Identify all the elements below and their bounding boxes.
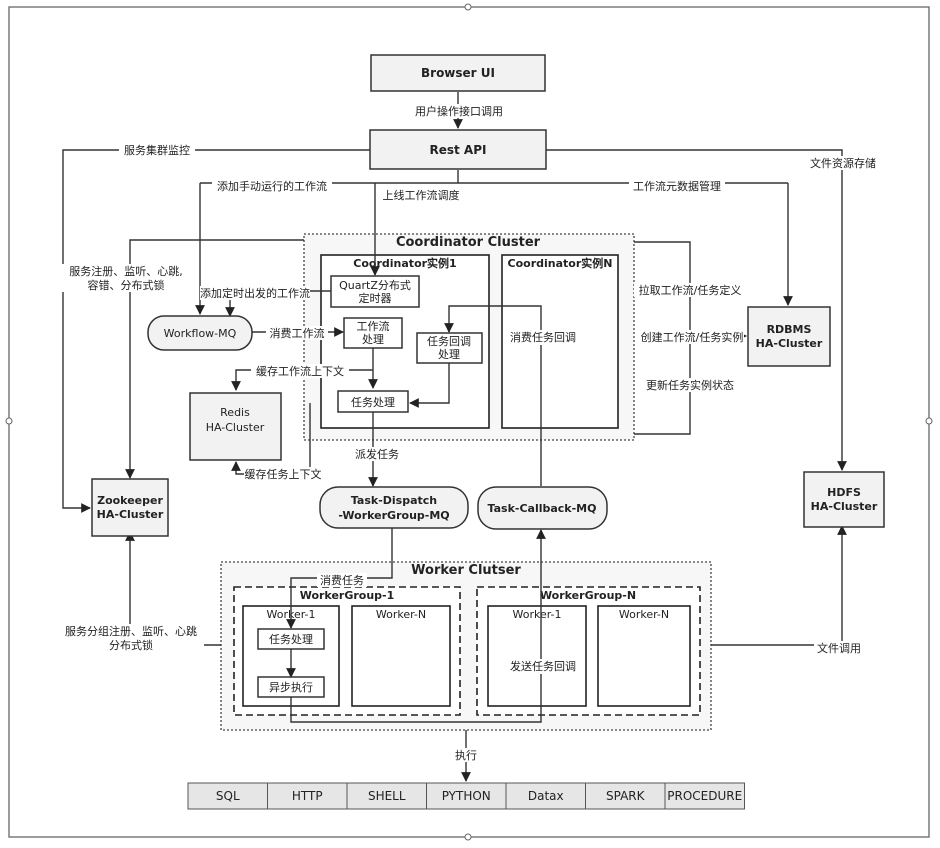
task-type-cell (664, 782, 745, 810)
redis-label-1: Redis (220, 406, 250, 419)
label-execute: 执行 (455, 748, 477, 762)
rest-api-label: Rest API (430, 143, 487, 157)
redis-label-2: HA-Cluster (206, 421, 265, 434)
label-group-reg-1: 服务分组注册、监听、心跳 (65, 624, 197, 638)
dispatch-mq-label-2: -WorkerGroup-MQ (338, 509, 449, 522)
rdbms-node (747, 306, 831, 367)
coordinator-cluster-title: Coordinator Cluster (396, 235, 541, 250)
workergroup-n-title: WorkerGroup-N (540, 589, 636, 602)
task-type-label: SHELL (368, 789, 406, 803)
task-type-label: Datax (528, 789, 564, 803)
task-type-label: PYTHON (442, 789, 491, 803)
task-type-label: HTTP (292, 789, 323, 803)
coordinator-instance-n-title: Coordinator实例N (508, 256, 613, 270)
callback-mq-label: Task-Callback-MQ (488, 502, 597, 515)
browser-ui-label: Browser UI (421, 66, 495, 80)
worker-1-groupn-title: Worker-1 (512, 608, 561, 621)
worker-task-proc-node (257, 628, 325, 650)
rdbms-label-2: HA-Cluster (756, 337, 823, 350)
label-consume-workflow: 消费工作流 (270, 326, 325, 340)
label-cache-task-context: 缓存任务上下文 (245, 467, 322, 481)
consume-callback-label: 消费任务回调 (510, 330, 576, 344)
worker-n-group1 (351, 605, 451, 707)
workflow-proc-label-2: 处理 (362, 333, 384, 346)
browser-ui-node (370, 54, 546, 92)
zookeeper-label-1: Zookeeper (97, 494, 163, 507)
task-type-cell (426, 782, 507, 810)
label-workflow-meta: 工作流元数据管理 (633, 179, 721, 193)
task-type-cell (187, 782, 268, 810)
workflow-mq-label: Workflow-MQ (164, 327, 237, 340)
async-exec-node (257, 676, 325, 698)
label-file-call: 文件调用 (817, 641, 861, 655)
dispatch-mq-label-1: Task-Dispatch (351, 494, 437, 507)
task-type-label: PROCEDURE (667, 789, 742, 803)
callback-proc-label-2: 处理 (438, 348, 460, 361)
callback-proc-node (416, 332, 483, 364)
label-cluster-monitor: 服务集群监控 (124, 143, 190, 157)
zookeeper-node (91, 478, 169, 537)
label-create-instances: 创建工作流/任务实例 (641, 330, 744, 344)
quartz-label-1: QuartZ分布式 (339, 279, 411, 292)
label-consume-task: 消费任务 (320, 573, 364, 587)
hdfs-label-1: HDFS (827, 486, 861, 499)
task-types-bar: SQL HTTP SHELL PYTHON Datax SPARK PROCEDURE (187, 782, 745, 810)
label-service-reg-2: 容错、分布式锁 (88, 278, 165, 292)
task-type-cell (585, 782, 666, 810)
workflow-proc-label-1: 工作流 (357, 319, 390, 333)
task-type-label: SPARK (606, 789, 646, 803)
task-type-cell (346, 782, 427, 810)
label-group-reg-2: 分布式锁 (109, 638, 153, 652)
label-file-storage: 文件资源存储 (810, 156, 876, 170)
rdbms-label-1: RDBMS (767, 323, 812, 336)
worker-cluster-title: Worker Clutser (411, 563, 521, 578)
label-dispatch-task: 派发任务 (355, 447, 399, 461)
task-proc-label: 任务处理 (351, 396, 395, 409)
workergroup-1-title: WorkerGroup-1 (300, 589, 395, 602)
rest-api-node (369, 129, 547, 170)
label-cache-wf-context: 缓存工作流上下文 (256, 364, 344, 378)
send-callback-label: 发送任务回调 (510, 659, 576, 673)
task-type-label: SQL (216, 789, 240, 803)
task-proc-node (337, 390, 409, 413)
hdfs-label-2: HA-Cluster (811, 500, 878, 513)
async-exec-label: 异步执行 (269, 680, 313, 694)
label-add-manual-workflow: 添加手动运行的工作流 (217, 179, 327, 193)
worker-n-groupn-title: Worker-N (619, 608, 669, 621)
label-add-timed-workflow: 添加定时出发的工作流 (200, 286, 310, 300)
worker-task-proc-label: 任务处理 (269, 633, 313, 646)
label-service-reg-1: 服务注册、监听、心跳, (69, 264, 183, 278)
label-online-schedule: 上线工作流调度 (383, 188, 460, 202)
hdfs-node (803, 471, 885, 528)
coordinator-instance-1-title: Coordinator实例1 (353, 256, 456, 270)
callback-mq-node (477, 486, 608, 530)
worker-n-group1-title: Worker-N (376, 608, 426, 621)
quartz-label-2: 定时器 (359, 291, 392, 305)
redis-node (189, 392, 282, 461)
quartz-node (330, 275, 420, 308)
callback-proc-label-1: 任务回调 (427, 335, 471, 348)
workflow-mq-node (147, 315, 253, 351)
label-update-state: 更新任务实例状态 (646, 378, 734, 392)
label-user-api-call: 用户操作接口调用 (415, 104, 503, 118)
dispatch-mq-node (319, 486, 469, 529)
worker-1-groupn (487, 605, 587, 707)
label-pull-definitions: 拉取工作流/任务定义 (639, 283, 742, 297)
workflow-proc-node (343, 317, 403, 349)
zookeeper-label-2: HA-Cluster (97, 508, 164, 521)
worker-n-groupn (597, 605, 691, 707)
